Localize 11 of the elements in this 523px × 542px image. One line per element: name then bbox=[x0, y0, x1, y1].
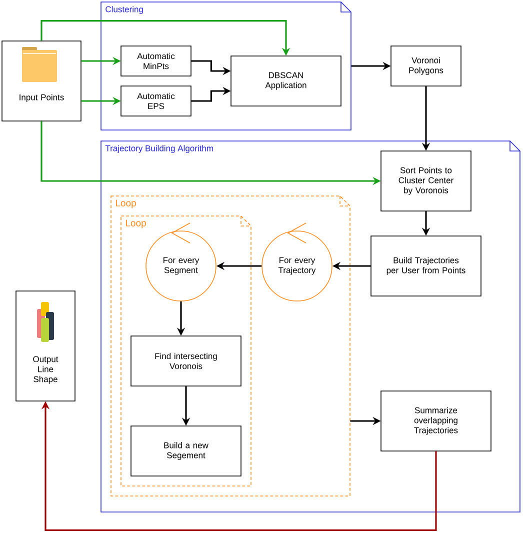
process-box: Voronoi Polygons bbox=[390, 46, 462, 86]
process-box: Build Trajectories per User from Points bbox=[370, 236, 482, 296]
process-box: Automatic EPS bbox=[120, 86, 192, 116]
process-box: Build a new Segement bbox=[130, 426, 242, 476]
process-box: Input Points bbox=[2, 40, 82, 122]
process-box: Sort Points to Cluster Center by Voronois bbox=[380, 150, 472, 212]
process-box: DBSCAN Application bbox=[230, 56, 342, 106]
process-box: Automatic MinPts bbox=[120, 46, 192, 76]
process-box: Summarize overlapping Trajectories bbox=[380, 390, 492, 452]
process-box: Output Line Shape bbox=[16, 290, 76, 402]
process-box: Find intersecting Voronois bbox=[130, 336, 242, 386]
